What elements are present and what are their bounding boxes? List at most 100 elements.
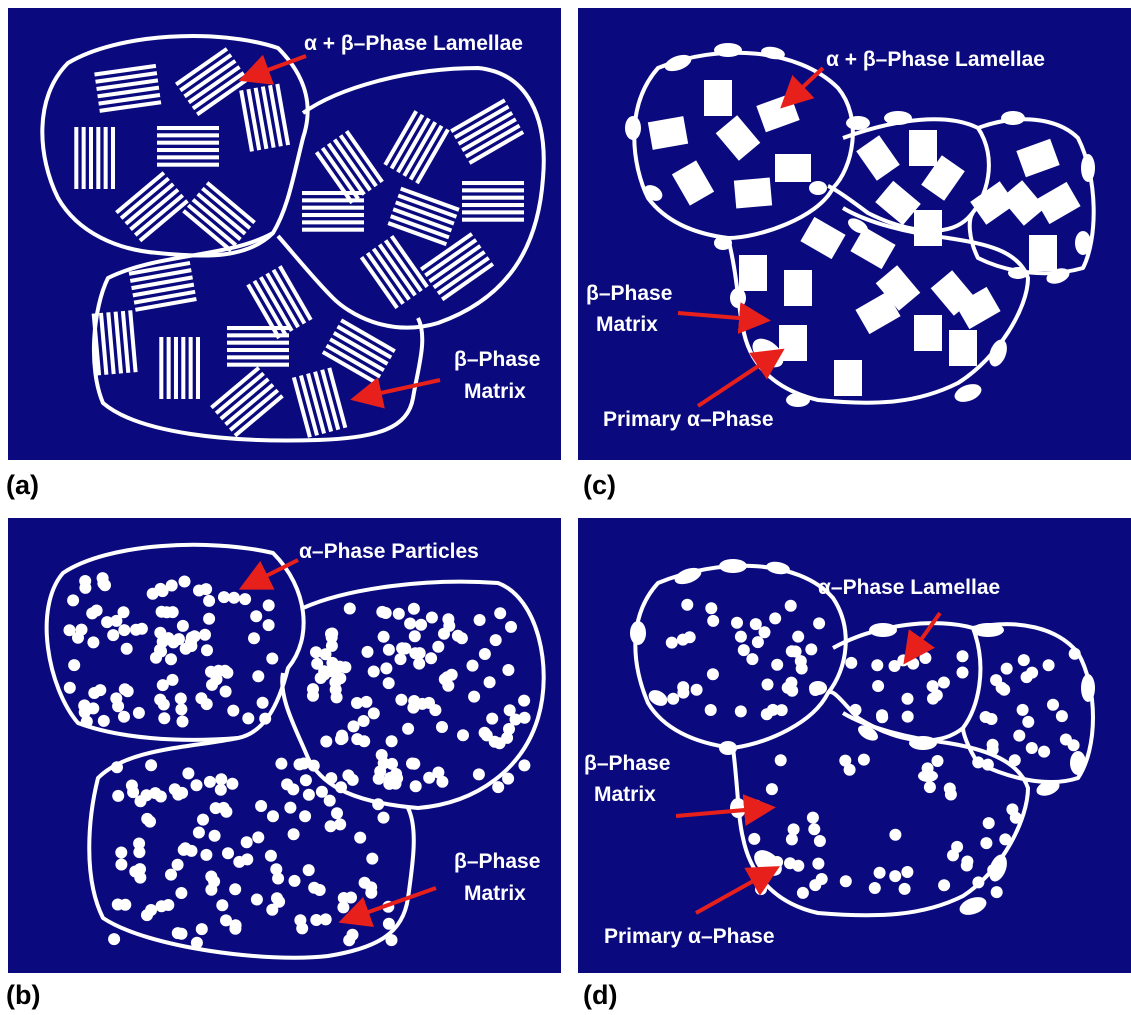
alpha-particle xyxy=(337,901,349,913)
alpha-particle xyxy=(869,882,881,894)
alpha-particle xyxy=(972,756,984,768)
alpha-particle xyxy=(165,653,177,665)
alpha-particle xyxy=(303,864,315,876)
alpha-particle xyxy=(938,677,950,689)
primary-alpha-grain xyxy=(1075,231,1091,255)
alpha-particle xyxy=(473,768,485,780)
alpha-particle xyxy=(957,650,969,662)
alpha-particle xyxy=(378,631,390,643)
lamella-plate xyxy=(850,227,895,269)
lamella-plate xyxy=(914,315,942,351)
alpha-particle xyxy=(115,847,127,859)
lamellae-colony xyxy=(182,181,256,252)
alpha-particle xyxy=(169,783,181,795)
primary-alpha-grain xyxy=(846,116,870,130)
alpha-particle xyxy=(177,716,189,728)
alpha-particle xyxy=(336,730,348,742)
primary-alpha-grain xyxy=(714,43,742,57)
alpha-particle xyxy=(731,617,743,629)
alpha-particle xyxy=(748,833,760,845)
alpha-particle xyxy=(991,886,1003,898)
alpha-particle xyxy=(158,712,170,724)
alpha-particle xyxy=(1026,742,1038,754)
alpha-particle xyxy=(808,823,820,835)
alpha-particle xyxy=(263,599,275,611)
alpha-particle xyxy=(944,783,956,795)
primary-alpha-grain xyxy=(972,623,1004,637)
alpha-particle xyxy=(133,707,145,719)
alpha-particle xyxy=(919,652,931,664)
alpha-particle xyxy=(265,850,277,862)
panel-c-drawing: α + β–Phase Lamellae β–Phase Matrix Prim… xyxy=(578,8,1131,460)
alpha-particle xyxy=(314,884,326,896)
alpha-particle xyxy=(239,593,251,605)
primary-alpha-grain xyxy=(1001,111,1025,125)
alpha-particle xyxy=(384,772,396,784)
alpha-particle xyxy=(354,832,366,844)
alpha-particle xyxy=(81,716,93,728)
lamella-plate xyxy=(1029,235,1057,271)
primary-alpha-grain xyxy=(809,681,827,695)
alpha-particle xyxy=(479,727,491,739)
primary-alpha-grain xyxy=(630,621,646,645)
alpha-particle xyxy=(241,853,253,865)
lamella-plate xyxy=(834,360,862,396)
alpha-particle xyxy=(902,693,914,705)
alpha-particle xyxy=(271,892,283,904)
alpha-particle xyxy=(165,869,177,881)
alpha-particle xyxy=(342,769,354,781)
alpha-particle xyxy=(383,918,395,930)
alpha-particle xyxy=(366,853,378,865)
label-matrix-d-line1: β–Phase xyxy=(584,752,670,775)
alpha-particle xyxy=(872,680,884,692)
alpha-particle xyxy=(889,870,901,882)
primary-alpha-grain xyxy=(719,559,747,573)
lamella-plate xyxy=(784,270,812,306)
alpha-particle xyxy=(303,789,315,801)
alpha-particle xyxy=(484,676,496,688)
alpha-particle xyxy=(502,773,514,785)
alpha-particle xyxy=(112,790,124,802)
label-matrix-d-line2: Matrix xyxy=(594,783,656,806)
alpha-particle xyxy=(155,583,167,595)
primary-alpha-grain xyxy=(714,236,732,250)
alpha-particle xyxy=(408,758,420,770)
primary-alpha-grain xyxy=(1081,674,1095,702)
alpha-particle xyxy=(766,783,778,795)
alpha-particle xyxy=(91,605,103,617)
alpha-particle xyxy=(792,860,804,872)
alpha-particle xyxy=(121,643,133,655)
alpha-particle xyxy=(158,699,170,711)
alpha-particle xyxy=(490,634,502,646)
alpha-particle xyxy=(241,836,253,848)
alpha-particle xyxy=(175,693,187,705)
lamellae-colony xyxy=(420,232,494,301)
alpha-particle xyxy=(195,692,207,704)
alpha-particle xyxy=(486,713,498,725)
primary-alpha-grain xyxy=(809,181,827,195)
alpha-particle xyxy=(980,711,992,723)
alpha-particle xyxy=(161,606,173,618)
alpha-particle xyxy=(119,683,131,695)
alpha-particle xyxy=(752,636,764,648)
alpha-particle xyxy=(145,759,157,771)
alpha-particle xyxy=(1017,704,1029,716)
label-particles: α–Phase Particles xyxy=(299,540,479,563)
lamella-plate xyxy=(704,80,732,116)
alpha-particle xyxy=(108,933,120,945)
alpha-particle xyxy=(287,783,299,795)
alpha-particle xyxy=(203,595,215,607)
alpha-particle xyxy=(227,705,239,717)
alpha-particle xyxy=(325,772,337,784)
alpha-particle xyxy=(776,704,788,716)
label-matrix-c-line1: β–Phase xyxy=(586,282,672,305)
alpha-particle xyxy=(474,614,486,626)
alpha-particle xyxy=(858,754,870,766)
alpha-particle xyxy=(76,624,88,636)
label-lamellae-c: α + β–Phase Lamellae xyxy=(826,48,1045,71)
alpha-particle xyxy=(229,883,241,895)
alpha-particle xyxy=(168,636,180,648)
label-primary-c: Primary α–Phase xyxy=(603,408,774,431)
alpha-particle xyxy=(118,711,130,723)
alpha-particle xyxy=(133,846,145,858)
